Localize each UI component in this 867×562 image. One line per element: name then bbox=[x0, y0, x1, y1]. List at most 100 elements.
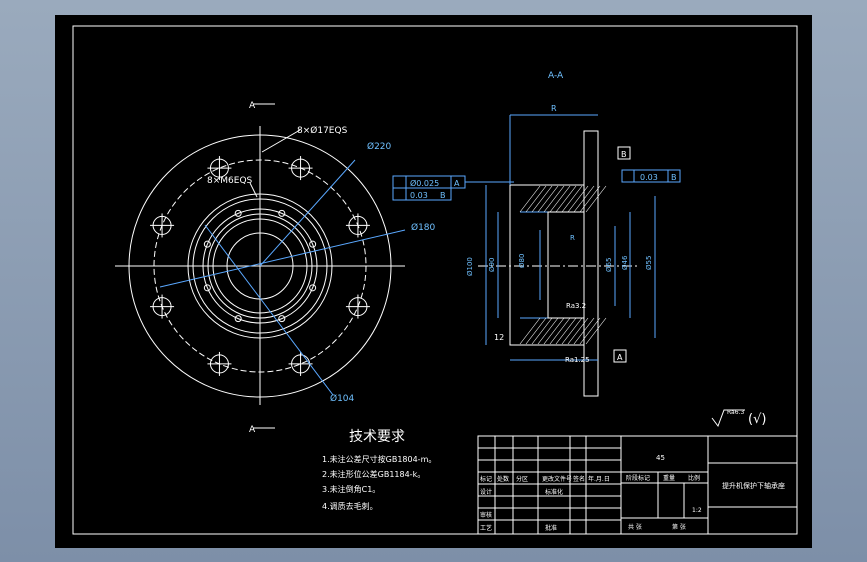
tech-item-3: 3.未注倒角C1。 bbox=[322, 484, 380, 494]
bore-circle-1 bbox=[212, 218, 308, 314]
thread-label: 12 bbox=[494, 333, 504, 342]
gdt-position-frame bbox=[392, 175, 514, 201]
dim-leader-104 bbox=[204, 224, 334, 396]
row-process: 工艺 bbox=[480, 524, 492, 532]
hatch-line bbox=[531, 317, 553, 345]
hatch-line bbox=[537, 317, 559, 345]
hub-circle-2 bbox=[192, 198, 328, 334]
tech-heading: 技术要求 bbox=[349, 429, 405, 445]
tech-item-1: 1.未注公差尺寸按GB1804-m。 bbox=[322, 454, 436, 464]
scale: 比例 bbox=[688, 474, 700, 482]
hub-body bbox=[509, 184, 585, 346]
hatch-line bbox=[561, 317, 583, 345]
row-design: 设计 bbox=[480, 488, 492, 496]
hatch-line bbox=[531, 185, 553, 213]
hatch-line bbox=[585, 317, 607, 345]
holes-callout: 8×Ø17EQS bbox=[297, 125, 348, 136]
hatch-line bbox=[543, 317, 565, 345]
tapped-hole bbox=[309, 240, 317, 248]
hatch-line bbox=[585, 185, 607, 213]
section-title: A-A bbox=[548, 71, 564, 81]
gdt-flatness-datum: B bbox=[671, 173, 677, 182]
col-mark: 标记 bbox=[480, 475, 492, 483]
hatch-line bbox=[519, 317, 541, 345]
gdt-flatness-frame bbox=[621, 169, 681, 183]
col-zone: 分区 bbox=[516, 475, 528, 483]
col-sign: 签名 bbox=[573, 475, 585, 483]
hatch-line bbox=[561, 185, 583, 213]
hatch-line bbox=[555, 317, 577, 345]
tapped-pcd-circle bbox=[202, 208, 318, 324]
hub-circle-1 bbox=[187, 193, 333, 339]
bore-cavity bbox=[547, 211, 585, 319]
tapped-holes bbox=[203, 209, 317, 323]
hatch-line bbox=[543, 185, 565, 213]
hatch-line bbox=[573, 185, 595, 213]
hatch-line bbox=[549, 185, 571, 213]
hatch-line bbox=[579, 185, 601, 213]
surface-finish-icon bbox=[711, 409, 745, 428]
hatch-line bbox=[549, 317, 571, 345]
section-view bbox=[478, 114, 656, 397]
sheets: 共 张 bbox=[628, 523, 642, 531]
bore-circle-2 bbox=[226, 232, 294, 300]
hatch-line bbox=[525, 317, 547, 345]
radius-label: R bbox=[570, 234, 575, 242]
gdt-position-value: Ø0.025 bbox=[410, 178, 439, 188]
sheet-no: 第 张 bbox=[672, 523, 686, 531]
tapped-hole bbox=[203, 284, 211, 292]
material: 45 bbox=[656, 454, 665, 462]
gdt-flatness-value: 0.03 bbox=[640, 173, 658, 182]
tapped-holes-callout: 8×M6EQS bbox=[207, 176, 253, 186]
hatch-line bbox=[519, 185, 541, 213]
col-count: 处数 bbox=[497, 475, 509, 483]
datum-b-box bbox=[617, 146, 631, 160]
tapped-hole bbox=[309, 284, 317, 292]
tech-item-2: 2.未注形位公差GB1184-k。 bbox=[322, 469, 425, 479]
datum-a: A bbox=[617, 353, 623, 362]
dim-pcd: Ø180 bbox=[411, 222, 436, 233]
hatch-line bbox=[567, 317, 589, 345]
gdt-perp-value: 0.03 bbox=[410, 191, 428, 200]
leader-tapped bbox=[249, 182, 258, 198]
leader-holes bbox=[261, 129, 301, 153]
roughness-bottom: Ra1.25 bbox=[565, 356, 590, 364]
tapped-hole bbox=[278, 315, 286, 323]
tapped-hole bbox=[234, 209, 242, 217]
hatch-line bbox=[567, 185, 589, 213]
front-view bbox=[115, 103, 406, 429]
hub-circle-3 bbox=[207, 213, 313, 319]
dim-leader-220 bbox=[259, 159, 356, 267]
dim-length-label: R bbox=[551, 104, 557, 113]
dim-outer2-label: Ø90 bbox=[488, 258, 496, 272]
dim-right2-label: Ø46 bbox=[621, 255, 629, 270]
surface-finish-value: Ra6.3 bbox=[727, 409, 744, 416]
section-hatching bbox=[519, 185, 607, 345]
row-review: 审核 bbox=[480, 511, 492, 519]
dim-inner-label: Ø80 bbox=[518, 254, 526, 268]
hatch-line bbox=[555, 185, 577, 213]
hatch-line bbox=[525, 185, 547, 213]
surface-finish-note: (√) bbox=[748, 412, 766, 427]
dim-right1-label: Ø55 bbox=[645, 256, 653, 270]
dim-leader-180 bbox=[159, 229, 406, 288]
tapped-hole bbox=[203, 240, 211, 248]
title-block bbox=[477, 435, 798, 535]
section-marker-bottom: A bbox=[249, 425, 256, 435]
scale-value: 1:2 bbox=[692, 507, 702, 514]
gdt-perp-datum: B bbox=[440, 191, 446, 200]
hatch-line bbox=[573, 317, 595, 345]
hatch-line bbox=[537, 185, 559, 213]
col-change-doc: 更改文件号 bbox=[542, 475, 572, 483]
dim-bore-label: Ø65 bbox=[605, 258, 613, 272]
flange-outer-circle bbox=[128, 134, 392, 398]
dim-outer1-label: Ø100 bbox=[466, 257, 474, 276]
datum-a-box bbox=[613, 349, 627, 363]
bolt-circle bbox=[153, 159, 367, 373]
drawing-name: 提升机保护下轴承座 bbox=[722, 481, 785, 490]
stage-mark: 阶段标记 bbox=[626, 474, 650, 482]
dim-outer-dia: Ø220 bbox=[367, 141, 392, 152]
drawing-sheet bbox=[55, 15, 812, 548]
